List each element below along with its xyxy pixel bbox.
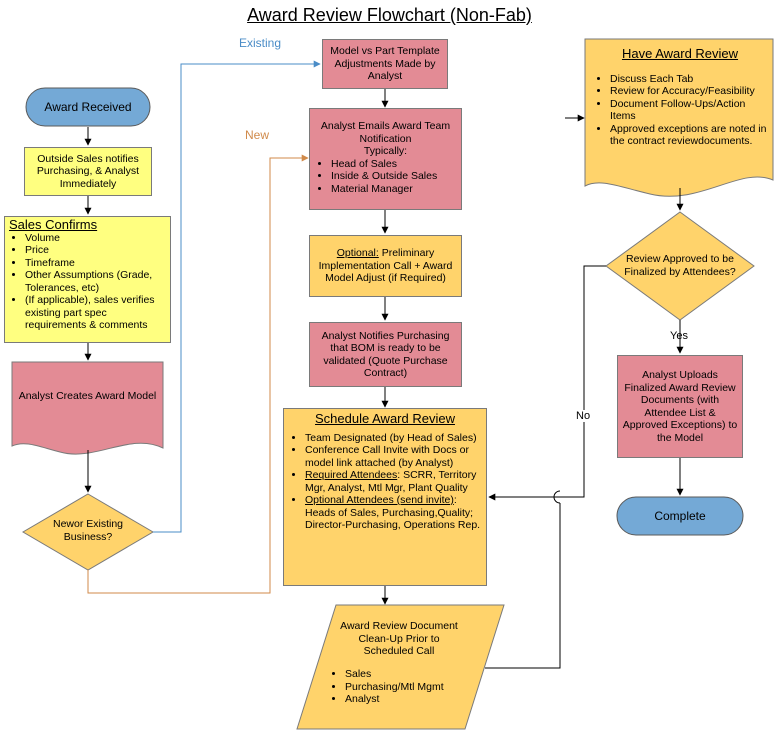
complete-oval bbox=[616, 496, 744, 536]
optional-call-box: Optional: Preliminary Implementation Cal… bbox=[309, 235, 462, 297]
analyst-creates-document-shape bbox=[11, 361, 164, 455]
analyst-uploads-box: Analyst Uploads Finalized Award Review D… bbox=[617, 355, 743, 458]
model-vs-part-text: Model vs Part Template Adjustments Made … bbox=[330, 45, 440, 83]
list-item: Discuss Each Tab bbox=[610, 73, 768, 86]
list-item: Optional Attendees (send invite): Heads … bbox=[305, 494, 483, 532]
sales-confirms-list: Volume Price Timeframe Other Assumptions… bbox=[7, 232, 168, 332]
optional-call-text: Preliminary Implementation Call + Award … bbox=[318, 247, 453, 285]
list-item: Team Designated (by Head of Sales) bbox=[305, 432, 483, 445]
award-received-label: Award Received bbox=[44, 100, 132, 114]
have-review-document-shape bbox=[584, 38, 774, 197]
have-review-list: Discuss Each Tab Review for Accuracy/Fea… bbox=[592, 73, 768, 148]
schedule-review-box: Schedule Award Review Team Designated (b… bbox=[283, 408, 487, 586]
existing-edge-label: Existing bbox=[239, 36, 282, 50]
analyst-emails-list: Head of Sales Inside & Outside Sales Mat… bbox=[313, 158, 458, 196]
new-connector bbox=[87, 154, 309, 594]
list-item: Required Attendees: SCRR, Territory Mgr,… bbox=[305, 469, 483, 494]
analyst-emails-sub: Typically: bbox=[363, 145, 408, 157]
have-review-title: Have Award Review bbox=[621, 46, 739, 61]
list-item: Review for Accuracy/Feasibility bbox=[610, 85, 768, 98]
optional-attendees-text: : Heads of Sales, Purchasing,Quality; Di… bbox=[305, 494, 481, 531]
new-or-existing-text: Newor Existing Business? bbox=[52, 518, 124, 543]
model-vs-part-box: Model vs Part Template Adjustments Made … bbox=[322, 39, 448, 89]
list-item: Material Manager bbox=[331, 183, 458, 196]
list-item: Document Follow-Ups/Action Items bbox=[610, 98, 768, 123]
page-title: Award Review Flowchart (Non-Fab) bbox=[247, 5, 532, 25]
cleanup-parallelogram bbox=[296, 604, 505, 730]
existing-connector bbox=[153, 60, 321, 533]
required-attendees-text: : SCRR, Territory Mgr, Analyst, Mtl Mgr,… bbox=[305, 469, 477, 494]
outside-sales-text: Outside Sales notifies Purchasing, & Ana… bbox=[36, 152, 140, 190]
schedule-review-title: Schedule Award Review bbox=[315, 411, 455, 426]
list-item: Approved exceptions are noted in the con… bbox=[610, 123, 768, 148]
list-item: Timeframe bbox=[25, 257, 168, 270]
list-item: Sales bbox=[345, 668, 447, 681]
list-item: Price bbox=[25, 244, 168, 257]
analyst-emails-title: Analyst Emails Award Team Notification bbox=[320, 120, 451, 145]
sales-confirms-box: Sales Confirms Volume Price Timeframe Ot… bbox=[4, 216, 171, 343]
cleanup-list-wrap: Sales Purchasing/Mtl Mgmt Analyst bbox=[327, 668, 447, 706]
required-attendees-label: Required Attendees bbox=[305, 469, 398, 481]
yes-edge-label: Yes bbox=[670, 330, 688, 342]
analyst-emails-box: Analyst Emails Award Team Notification T… bbox=[309, 108, 462, 210]
review-approved-text: Review Approved to be Finalized by Atten… bbox=[624, 253, 736, 278]
no-connector bbox=[488, 265, 606, 501]
complete-label: Complete bbox=[654, 509, 706, 523]
list-item: Other Assumptions (Grade, Tolerances, et… bbox=[25, 269, 168, 294]
analyst-notifies-text: Analyst Notifies Purchasing that BOM is … bbox=[321, 329, 450, 380]
sales-confirms-title: Sales Confirms bbox=[9, 217, 98, 232]
cleanup-list: Sales Purchasing/Mtl Mgmt Analyst bbox=[327, 668, 447, 706]
list-item: Head of Sales bbox=[331, 158, 458, 171]
list-item: Inside & Outside Sales bbox=[331, 170, 458, 183]
analyst-creates-text: Analyst Creates Award Model bbox=[18, 390, 157, 402]
cleanup-to-review-connector bbox=[485, 503, 561, 669]
no-edge-label: No bbox=[576, 410, 591, 422]
list-item: (If applicable), sales verifies existing… bbox=[25, 294, 168, 332]
have-review-content: Have Award Review Discuss Each Tab Revie… bbox=[588, 46, 772, 148]
new-edge-label: New bbox=[245, 128, 270, 142]
list-item: Analyst bbox=[345, 693, 447, 706]
optional-attendees-label: Optional Attendees (send invite) bbox=[305, 494, 454, 506]
cleanup-title: Award Review Document Clean-Up Prior to … bbox=[340, 620, 458, 657]
schedule-review-list: Team Designated (by Head of Sales) Confe… bbox=[287, 432, 483, 532]
list-item: Volume bbox=[25, 232, 168, 245]
outside-sales-box: Outside Sales notifies Purchasing, & Ana… bbox=[24, 147, 152, 196]
analyst-uploads-text: Analyst Uploads Finalized Award Review D… bbox=[622, 369, 738, 444]
award-received-oval bbox=[25, 87, 151, 127]
optional-label: Optional: bbox=[336, 247, 379, 260]
analyst-notifies-box: Analyst Notifies Purchasing that BOM is … bbox=[309, 322, 462, 387]
list-item: Conference Call Invite with Docs or mode… bbox=[305, 444, 483, 469]
list-item: Purchasing/Mtl Mgmt bbox=[345, 681, 447, 694]
